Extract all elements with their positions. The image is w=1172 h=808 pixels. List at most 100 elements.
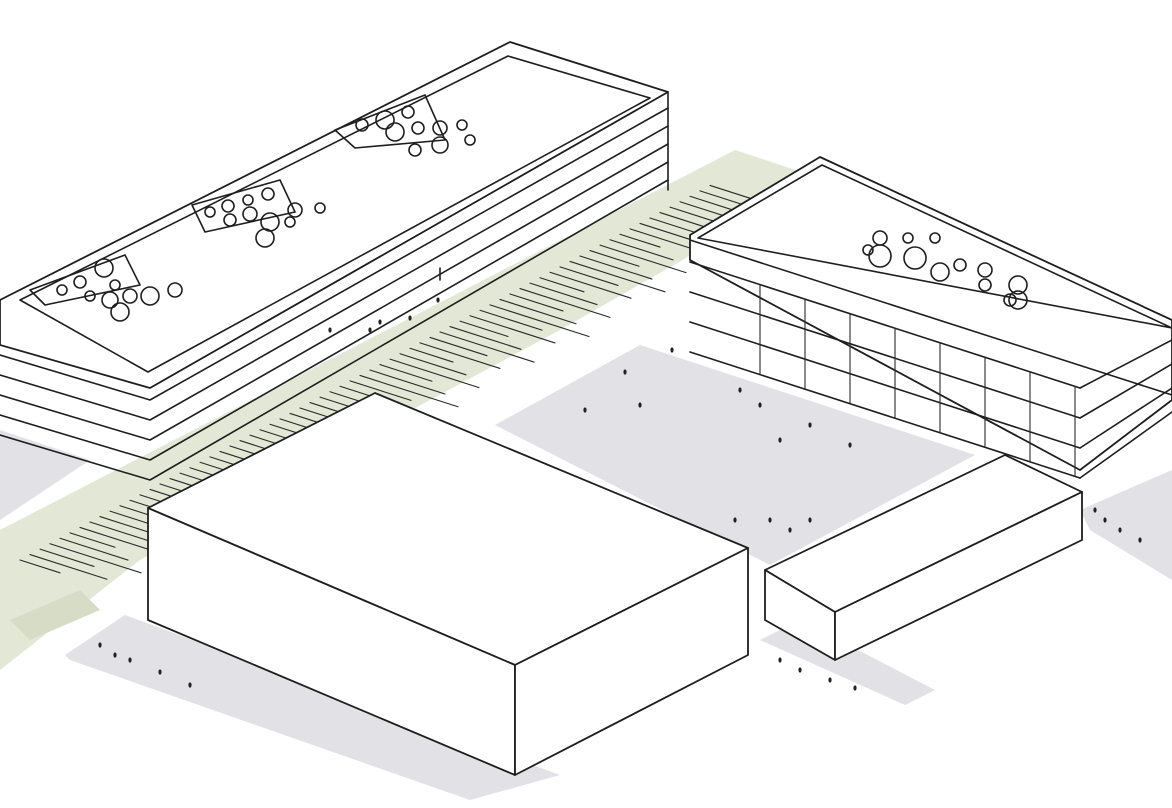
tree-dot: [188, 682, 192, 688]
skylight-circle: [204, 206, 216, 218]
skylight-circle: [242, 206, 258, 222]
hatch-line: [69, 532, 116, 548]
tree-dot: [848, 442, 852, 448]
floor-line: [1079, 411, 1172, 479]
tree-dot: [738, 387, 742, 393]
skylight-circle: [375, 110, 395, 130]
hatch-line: [489, 304, 590, 338]
paved-area-center: [495, 345, 975, 565]
tree-dot: [788, 527, 792, 533]
skylight-circle: [355, 118, 369, 132]
hatch-line: [519, 288, 611, 318]
hatch-line: [509, 293, 564, 312]
skylight-circle: [84, 290, 96, 302]
skylight-circle: [73, 275, 87, 289]
skylight-circle: [978, 278, 992, 292]
tree-dot: [408, 315, 412, 321]
hatch-line: [579, 255, 653, 280]
low-annex-building: [764, 454, 1083, 661]
tree-dot: [768, 517, 772, 523]
tree-dot: [436, 297, 440, 303]
hatch-line: [529, 282, 598, 306]
tree-dot: [778, 657, 782, 663]
hatch-line: [19, 559, 61, 574]
hatch-line: [29, 554, 108, 580]
hatch-line: [499, 298, 577, 325]
hatch-line: [349, 380, 412, 401]
hatch-line: [369, 369, 446, 395]
hatch-line: [479, 309, 543, 331]
skylight-circle: [314, 202, 326, 214]
right-office-building: [689, 156, 1172, 479]
floor-line: [0, 161, 669, 461]
floor-line: [689, 261, 1081, 389]
skylight-circle: [902, 232, 914, 244]
hatch-line: [549, 271, 632, 299]
tree-dot: [1093, 507, 1097, 513]
hatch-line: [559, 266, 619, 286]
floor-line: [1079, 387, 1172, 449]
skylight-circle: [464, 134, 476, 146]
floor-line: [0, 143, 669, 441]
skylight-circle: [255, 228, 275, 248]
hatch-line: [399, 353, 467, 376]
green-patch: [10, 590, 100, 640]
hatch-line: [569, 260, 666, 293]
tree-dot: [113, 652, 117, 658]
hatch-line: [609, 239, 674, 261]
skylight-circle: [953, 258, 967, 272]
skylight-circle: [261, 187, 275, 201]
skylight-circle: [221, 199, 235, 213]
tree-dot: [128, 657, 132, 663]
left-long-building: [0, 41, 669, 481]
hatch-line: [669, 206, 716, 223]
hatch-line: [589, 250, 640, 267]
skylight-circle: [408, 143, 422, 157]
skylight-circle: [432, 120, 448, 136]
tree-dot: [758, 402, 762, 408]
hatch-line: [429, 336, 488, 357]
floor-line: [0, 179, 669, 481]
tree-dot: [158, 669, 162, 675]
tree-dot: [638, 402, 642, 408]
hatch-line: [639, 222, 695, 242]
tree-dot: [623, 369, 627, 375]
skylight-panel: [334, 94, 446, 149]
tree-dots: [98, 297, 1142, 691]
skylight-circle: [242, 194, 254, 206]
hatch-line: [389, 358, 480, 389]
floor-line: [0, 125, 669, 421]
tree-dot: [853, 685, 857, 691]
hatch-line: [89, 521, 150, 542]
skylight-circle: [401, 105, 415, 119]
skylight-circle: [385, 122, 405, 142]
hatch-line: [619, 233, 661, 248]
skylight-circle: [903, 246, 927, 270]
skylight-circle: [431, 136, 449, 154]
skylight-circle: [977, 262, 993, 278]
skylight-circle: [110, 302, 130, 322]
skylight-circle: [1008, 275, 1028, 295]
skylight-circle: [1003, 293, 1017, 307]
skylight-circle: [223, 213, 237, 227]
skylight-circle: [284, 216, 296, 228]
floor-line: [1079, 339, 1172, 389]
skylight-circle: [167, 282, 183, 298]
floor-line: [689, 291, 1081, 419]
skylight-circle: [868, 244, 892, 268]
hatch-line: [59, 537, 129, 561]
floor-line: [1079, 363, 1172, 419]
hatch-line: [419, 342, 501, 370]
tree-dot: [378, 319, 382, 325]
hatch-line: [459, 320, 509, 338]
hatch-line: [39, 548, 95, 567]
skylight-circle: [929, 232, 941, 244]
tree-dot: [328, 327, 332, 333]
hatch-line: [379, 364, 433, 382]
tree-dot: [583, 407, 587, 413]
tree-dot: [670, 347, 674, 353]
paved-area-bottom: [65, 615, 560, 800]
skylight-panel: [29, 254, 141, 306]
